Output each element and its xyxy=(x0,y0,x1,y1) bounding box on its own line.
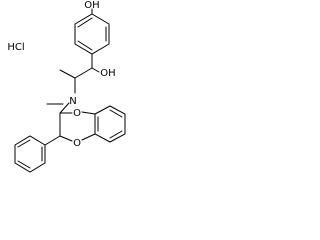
ring-oxygen-bottom-label: O xyxy=(73,138,81,149)
fused-benzene-ring xyxy=(94,105,126,143)
bond-dioxane-phenyl xyxy=(44,135,61,146)
hydroxyl-side-label: OH xyxy=(100,68,115,79)
amine-nitrogen-label: N xyxy=(69,96,76,107)
dioxane-ring xyxy=(59,111,96,142)
hydroxyl-top-label: OH xyxy=(84,0,99,11)
phenol-ring xyxy=(74,13,110,55)
ring-oxygen-top-label: O xyxy=(73,108,81,119)
hydrochloride-label: HCl xyxy=(7,42,24,53)
side-chain-bonds xyxy=(46,53,100,114)
phenyl-ring xyxy=(14,135,46,173)
chemical-structure-diagram: OH HCl OH N O O xyxy=(7,0,126,173)
